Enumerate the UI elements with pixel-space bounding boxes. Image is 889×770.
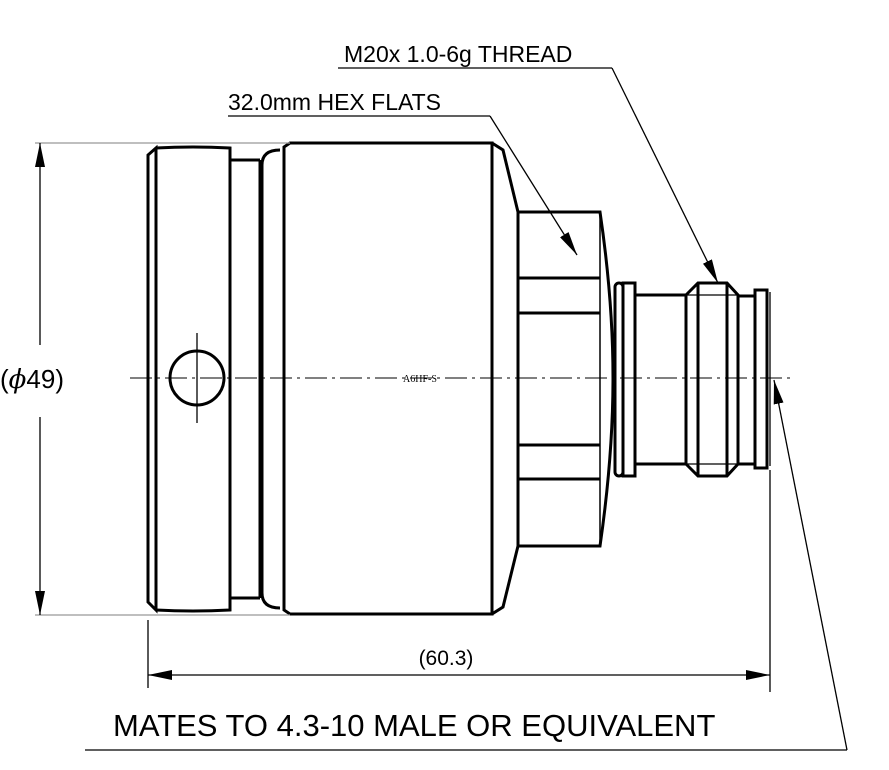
mates-label: MATES TO 4.3-10 MALE OR EQUIVALENT <box>113 708 715 743</box>
thread-callout: M20x 1.0-6g THREAD <box>338 41 719 284</box>
interface-section <box>613 281 771 478</box>
hex-flats-label: 32.0mm HEX FLATS <box>228 89 441 115</box>
thread-label: M20x 1.0-6g THREAD <box>344 41 572 67</box>
length-dimension: (60.3) <box>147 470 771 692</box>
coupling-nut <box>146 144 281 614</box>
part-id-label: A6HF-S <box>403 374 437 385</box>
diameter-label: (ϕ49) <box>0 364 64 395</box>
length-label: (60.3) <box>419 647 474 670</box>
hex-flats-callout: 32.0mm HEX FLATS <box>228 89 578 256</box>
hex-section <box>518 210 615 548</box>
diameter-dimension: (ϕ49) <box>0 142 290 616</box>
mates-note: MATES TO 4.3-10 MALE OR EQUIVALENT <box>85 379 848 751</box>
